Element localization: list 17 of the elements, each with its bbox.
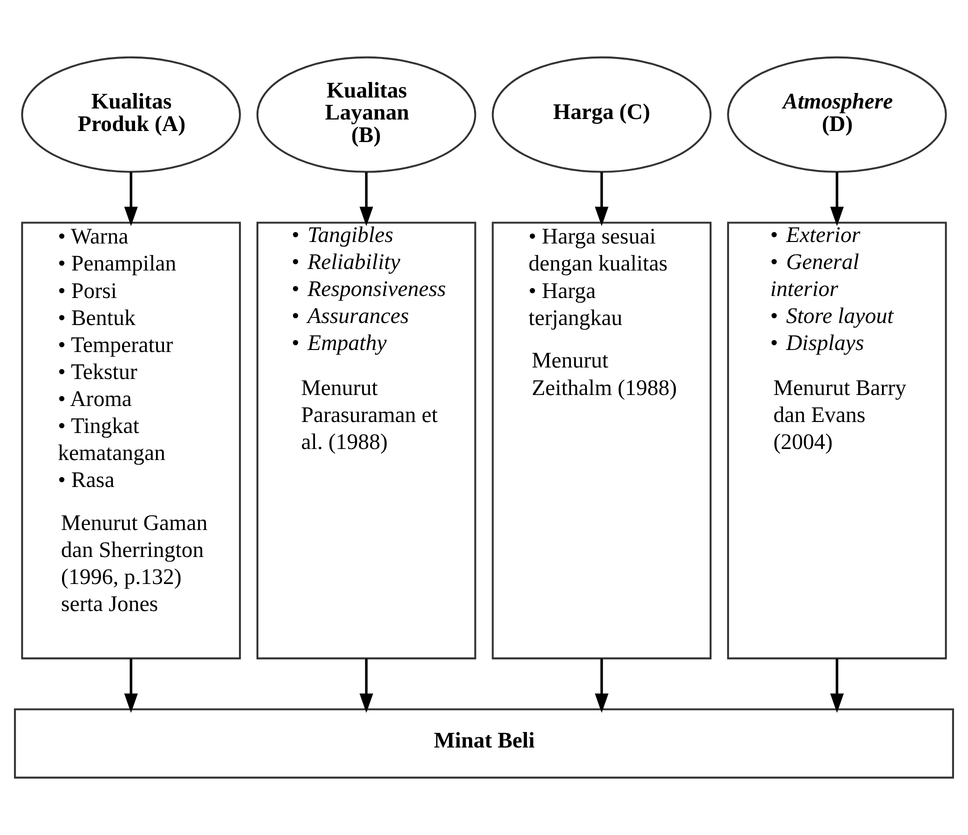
node-box: • Warna • Penampilan • Porsi • Bentuk • Temperatur • Tekstur • Aroma • Tingkat kematangan • Rasa Menurut Gaman dan Sherrington (1996, p.132) serta Jones	[21, 222, 241, 660]
arrow	[124, 658, 138, 713]
node-box: • Harga sesuai dengan kualitas • Harga terjangkau Menurut Zeithalm (1988)	[492, 222, 712, 660]
node-ellipse: Atmosphere (D)	[727, 56, 947, 173]
node-ellipse: Kualitas Layanan (B)	[256, 56, 476, 173]
arrow	[360, 658, 374, 713]
node-ellipse: Kualitas Produk (A)	[21, 56, 241, 173]
arrow	[830, 658, 844, 713]
arrow	[830, 172, 844, 226]
node-ellipse: Harga (C)	[492, 56, 712, 173]
node-box: • Tangibles • Reliability • Responsiveness • Assurances • Empathy Menurut Parasuraman et al. (1988)	[256, 222, 476, 660]
arrow	[594, 658, 608, 713]
arrow	[360, 172, 374, 226]
node-box: Minat Beli	[14, 708, 954, 779]
arrow	[124, 172, 138, 226]
node-box: • Exterior • General interior • Store layout • Displays Menurut Barry dan Evans (2004)	[727, 222, 947, 660]
arrow	[594, 172, 608, 226]
